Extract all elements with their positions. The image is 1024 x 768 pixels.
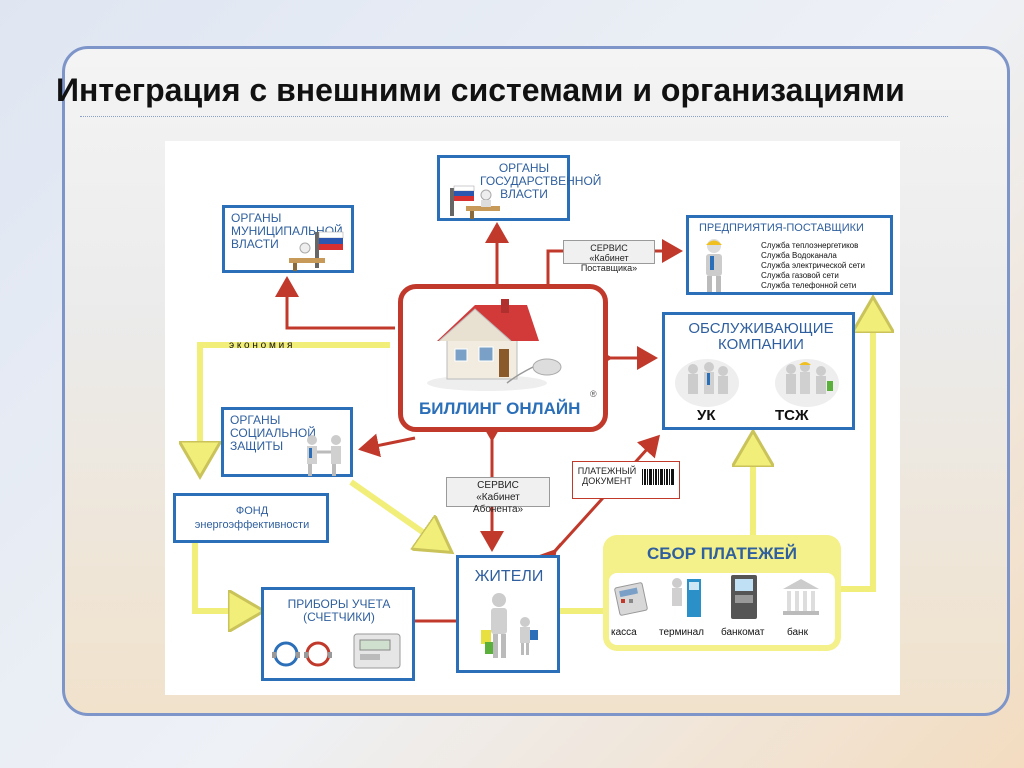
house-icon [427, 299, 562, 391]
social-protection-label: ОРГАНЫ СОЦИАЛЬНОЙ ЗАЩИТЫ [230, 413, 316, 453]
payments-panel: касса терминал банкомат банк [609, 573, 835, 645]
atm-icon [731, 575, 757, 619]
payments-box: СБОР ПЛАТЕЖЕЙ касса [603, 535, 841, 651]
payment-method-terminal: терминал [659, 627, 704, 638]
uk-label: УК [697, 407, 716, 424]
bank-icon [783, 579, 819, 615]
suppliers-title: ПРЕДПРИЯТИЯ-ПОСТАВЩИКИ [699, 222, 864, 234]
official-desk-icon [450, 185, 500, 219]
service-companies-title: ОБСЛУЖИВАЮЩИЕ КОМПАНИИ [688, 320, 834, 353]
municipal-authority-label: ОРГАНЫ МУНИЦИПАЛЬНОЙ ВЛАСТИ [231, 211, 343, 251]
gov-authority-label: ОРГАНЫ ГОСУДАРСТВЕННОЙ ВЛАСТИ [480, 161, 602, 201]
economy-label: э к о н о м и я [229, 340, 293, 351]
subscriber-service-label: СЕРВИС «Кабинет Абонента» [446, 477, 550, 515]
list-item: Служба Водоканала [761, 251, 837, 260]
service-companies-box: ОБСЛУЖИВАЮЩИЕ КОМПАНИИ УК ТСЖ [662, 312, 855, 430]
municipal-official-icon [289, 231, 344, 271]
cash-register-icon [614, 582, 648, 616]
terminal-icon [672, 578, 701, 617]
tszh-label: ТСЖ [775, 407, 809, 424]
list-item: Служба электрической сети [761, 261, 865, 270]
electric-meter-icon [353, 633, 401, 669]
payments-title: СБОР ПЛАТЕЖЕЙ [646, 544, 797, 563]
list-item: Служба телефонной сети [761, 281, 857, 290]
residents-box: ЖИТЕЛИ [456, 555, 560, 673]
barcode-icon [642, 469, 674, 485]
diagram-canvas: ОРГАНЫ ГОСУДАРСТВЕННОЙ ВЛАСТИ ОРГАНЫ МУН… [165, 141, 900, 695]
title-divider [80, 116, 948, 117]
water-meters-icon [272, 641, 332, 667]
gov-authority-box: ОРГАНЫ ГОСУДАРСТВЕННОЙ ВЛАСТИ [437, 155, 602, 221]
billing-online-label: БИЛЛИНГ ОНЛАЙН [419, 399, 581, 418]
tszh-people-icon [775, 359, 839, 407]
billing-online-box: БИЛЛИНГ ОНЛАЙН ® [398, 284, 608, 432]
meters-box: ПРИБОРЫ УЧЕТА (СЧЕТЧИКИ) [261, 587, 415, 681]
suppliers-list: Служба теплоэнергетиков Служба Водоканал… [761, 241, 865, 291]
suppliers-box: ПРЕДПРИЯТИЯ-ПОСТАВЩИКИ Служба теплоэнерг… [686, 215, 893, 295]
supplier-worker-icon [706, 239, 722, 292]
payment-method-atm: банкомат [721, 627, 765, 638]
connectors [165, 222, 900, 695]
residents-label: ЖИТЕЛИ [474, 568, 544, 585]
payment-document-text: ПЛАТЕЖНЫЙ ДОКУМЕНТ [577, 466, 637, 486]
yellow-flows [195, 303, 873, 611]
payment-document-label: ПЛАТЕЖНЫЙ ДОКУМЕНТ [572, 461, 680, 499]
slide-title: Интеграция с внешними системами и органи… [56, 72, 905, 108]
family-icon [481, 593, 538, 658]
social-protection-box: ОРГАНЫ СОЦИАЛЬНОЙ ЗАЩИТЫ [221, 407, 353, 477]
uk-people-icon [675, 359, 739, 407]
handshake-icon [307, 435, 341, 476]
registered-mark: ® [590, 389, 597, 399]
meters-label: ПРИБОРЫ УЧЕТА (СЧЕТЧИКИ) [287, 597, 391, 624]
list-item: Служба теплоэнергетиков [761, 241, 859, 250]
supplier-service-label: СЕРВИС «Кабинет Поставщика» [563, 240, 655, 273]
municipal-authority-box: ОРГАНЫ МУНИЦИПАЛЬНОЙ ВЛАСТИ [222, 205, 354, 273]
list-item: Служба газовой сети [761, 271, 839, 280]
energy-fund-box: ФОНД энергоэффективности [173, 493, 329, 543]
payment-method-cash: касса [611, 627, 637, 638]
payment-method-bank: банк [787, 627, 808, 638]
energy-fund-label: ФОНД энергоэффективности [194, 505, 310, 531]
